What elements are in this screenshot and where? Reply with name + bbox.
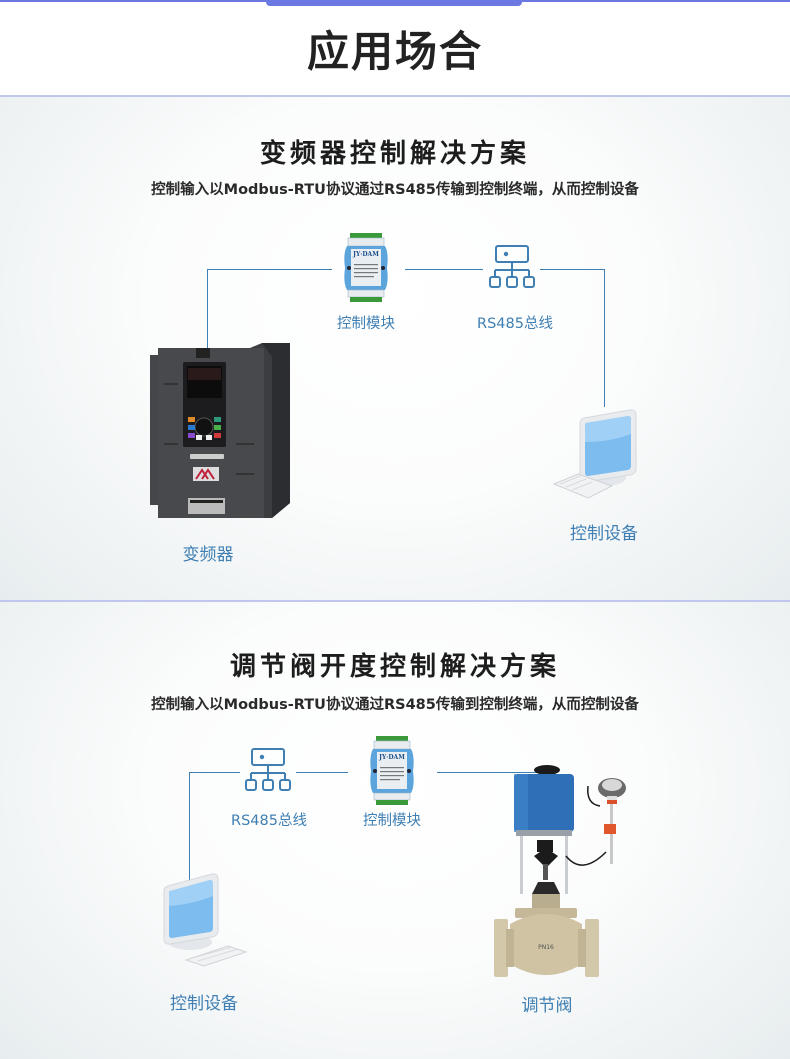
connector-line — [207, 269, 332, 270]
node-label-equipment: 调节阀 — [521, 996, 573, 1016]
node-label-equipment: 变频器 — [182, 545, 234, 565]
svg-text:PN16: PN16 — [538, 944, 554, 951]
connector-line — [189, 772, 240, 773]
section-valve: 调节阀开度控制解决方案 控制输入以Modbus-RTU协议通过RS485传输到控… — [0, 602, 790, 1059]
section-title: 调节阀开度控制解决方案 — [229, 652, 560, 682]
section-divider — [0, 95, 790, 97]
header-tab-accent — [266, 0, 522, 6]
network-bus-icon — [243, 746, 293, 798]
computer-icon — [158, 872, 248, 971]
node-label-module: 控制模块 — [337, 316, 395, 332]
page-header: 应用场合 — [0, 0, 790, 96]
node-label-module: 控制模块 — [363, 813, 421, 829]
page-title: 应用场合 — [306, 27, 483, 76]
connector-line — [540, 269, 604, 270]
section-subtitle: 控制输入以Modbus-RTU协议通过RS485传输到控制终端，从而控制设备 — [151, 697, 639, 713]
node-label-device: 控制设备 — [170, 994, 238, 1014]
section-title: 变频器控制解决方案 — [259, 139, 530, 169]
connector-line — [405, 269, 483, 270]
section-subtitle: 控制输入以Modbus-RTU协议通过RS485传输到控制终端，从而控制设备 — [151, 182, 639, 198]
connector-line — [207, 269, 208, 349]
io-module-icon: JY·DAM — [341, 233, 391, 307]
node-label-bus: RS485总线 — [477, 316, 553, 332]
connector-line — [437, 772, 537, 773]
svg-text:JY·DAM: JY·DAM — [352, 251, 379, 258]
network-bus-icon — [487, 243, 537, 295]
node-label-bus: RS485总线 — [231, 813, 307, 829]
computer-icon — [552, 408, 642, 507]
connector-line — [604, 269, 605, 407]
node-label-device: 控制设备 — [570, 524, 638, 544]
connector-line — [189, 772, 190, 882]
svg-text:JY·DAM: JY·DAM — [378, 754, 405, 761]
control-valve-icon: PN16 — [490, 764, 650, 990]
section-inverter: 变频器控制解决方案 控制输入以Modbus-RTU协议通过RS485传输到控制终… — [0, 97, 790, 600]
section-divider — [0, 600, 790, 602]
inverter-icon — [150, 343, 300, 532]
connector-line — [296, 772, 348, 773]
io-module-icon: JY·DAM — [367, 736, 417, 810]
